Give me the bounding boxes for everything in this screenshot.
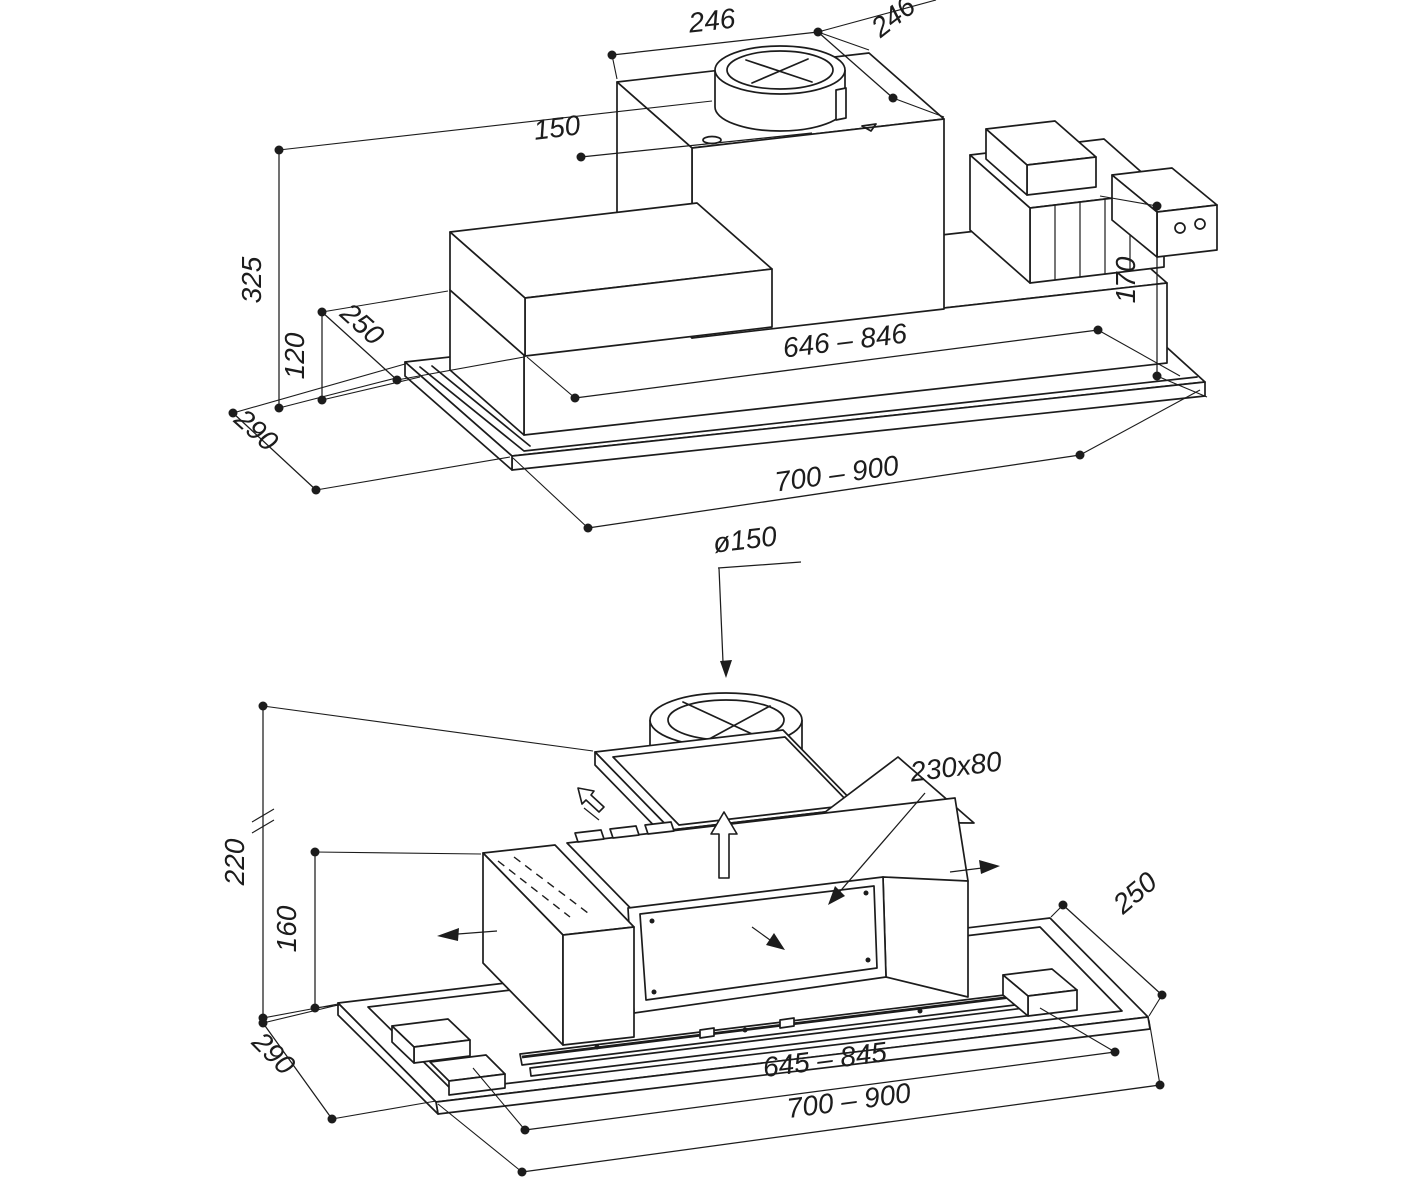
dim-label-right-depth: 250 [1106,866,1163,921]
dim-label-duct-diameter: ø150 [711,520,779,559]
dimension-end-dots [228,27,1162,533]
dim-label-overall-width: 700 – 900 [773,450,901,498]
slide-left-arrow-icon [437,928,459,941]
dim-label-body-height: 120 [279,332,310,379]
slide-direction-arrow-icon [577,787,605,813]
dimension-end-dots [258,701,1167,1177]
duct-diameter-leader [717,561,802,678]
dim-label-top-width: 246 [686,2,737,38]
dim-label-frame-depth: 290 [246,1025,302,1081]
direction-arrows [437,811,1000,950]
outlet-size-leader [828,792,926,905]
dim-label-right-height: 170 [1110,256,1141,303]
dim-label-total-height: 325 [236,256,267,303]
blower-box [482,844,635,1046]
dim-label-top-depth: 246 [864,0,921,44]
dim-label-outlet-size: 230x80 [907,746,1003,788]
dim-label-body-height: 160 [271,905,302,952]
hood-body-bottom [482,756,1068,1077]
filter-open-arrow-icon [766,933,785,950]
control-box [969,120,1218,284]
airflow-up-arrow-icon [710,811,738,879]
top-view: 246 246 150 325 120 250 646 – 846 170 29… [228,0,1218,533]
bottom-view: ø150 220 160 230x80 250 290 645 – 845 70… [219,520,1167,1177]
slide-right-arrow-icon [979,860,1000,874]
duct-collar [714,45,847,132]
step-box [449,202,773,357]
mounting-clamps [391,968,1078,1096]
dim-label-duct-offset: 150 [532,109,583,146]
dim-label-total-height: 220 [219,838,250,886]
dim-label-overall-width: 700 – 900 [785,1077,913,1124]
dim-label-step-depth: 250 [334,296,391,351]
